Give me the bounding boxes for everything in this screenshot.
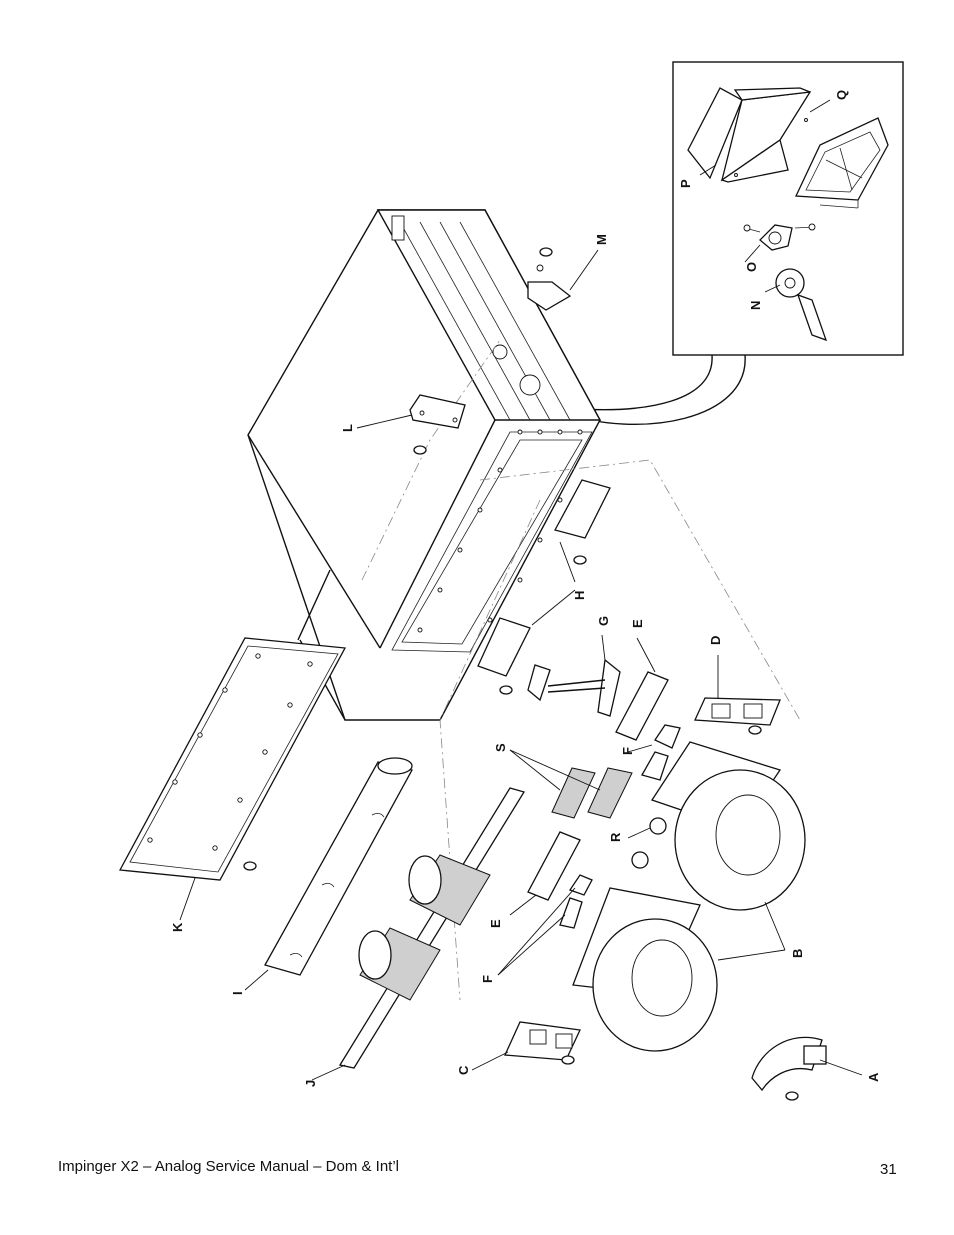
part-J-shaft	[311, 787, 526, 1081]
callout-A: A	[866, 1072, 881, 1082]
callout-B: B	[790, 949, 805, 958]
inset-detail	[559, 61, 904, 426]
part-I-tube	[244, 757, 413, 991]
pulley-inset	[775, 268, 828, 342]
part-E-rails	[509, 637, 669, 916]
exploded-parts-diagram: A B C D E E F F G H I J K L M N O P Q R …	[118, 61, 904, 1101]
callout-G: G	[596, 616, 611, 626]
blower-wheel-lower	[358, 927, 441, 1001]
callout-S: S	[493, 743, 508, 752]
callout-D: D	[708, 636, 723, 645]
footer-manual-title: Impinger X2 – Analog Service Manual – Do…	[58, 1158, 400, 1175]
part-C-bracket	[471, 1021, 581, 1071]
callout-F-upper: F	[620, 747, 635, 755]
part-K-panel	[118, 637, 347, 921]
callout-E-upper: E	[630, 619, 645, 628]
callout-L: L	[340, 424, 355, 432]
callout-F-lower: F	[480, 975, 495, 983]
part-F-clips	[497, 724, 681, 976]
part-D-bracket	[694, 655, 781, 735]
part-S-filters	[509, 749, 633, 819]
callout-R: R	[608, 832, 623, 842]
part-G-support	[527, 634, 621, 717]
callout-Q: Q	[834, 90, 849, 100]
oven-housing	[247, 209, 801, 1001]
callout-labels: A B C D E E F F G H I J K L M N O P Q R …	[170, 90, 881, 1087]
callout-E-lower: E	[488, 919, 503, 928]
part-H-brackets	[477, 479, 611, 695]
blower-wheel-upper	[408, 854, 491, 926]
bearing-inset	[743, 223, 816, 251]
callout-P: P	[678, 179, 693, 188]
part-B-blowers	[572, 741, 806, 1052]
callout-I: I	[230, 991, 245, 995]
callout-H: H	[572, 591, 587, 600]
callout-J: J	[303, 1080, 318, 1087]
page-number: 31	[880, 1161, 897, 1178]
frame-inset	[795, 117, 889, 209]
part-A-cover	[751, 1036, 863, 1101]
cover-assembly-inset	[687, 87, 812, 183]
part-M-plate	[527, 247, 599, 311]
part-R-knobs	[627, 817, 667, 869]
part-L-bracket	[356, 394, 466, 455]
callout-O: O	[744, 262, 759, 272]
callout-K: K	[170, 922, 185, 932]
callout-M: M	[594, 234, 609, 245]
callout-N: N	[748, 301, 763, 310]
callout-C: C	[456, 1065, 471, 1075]
